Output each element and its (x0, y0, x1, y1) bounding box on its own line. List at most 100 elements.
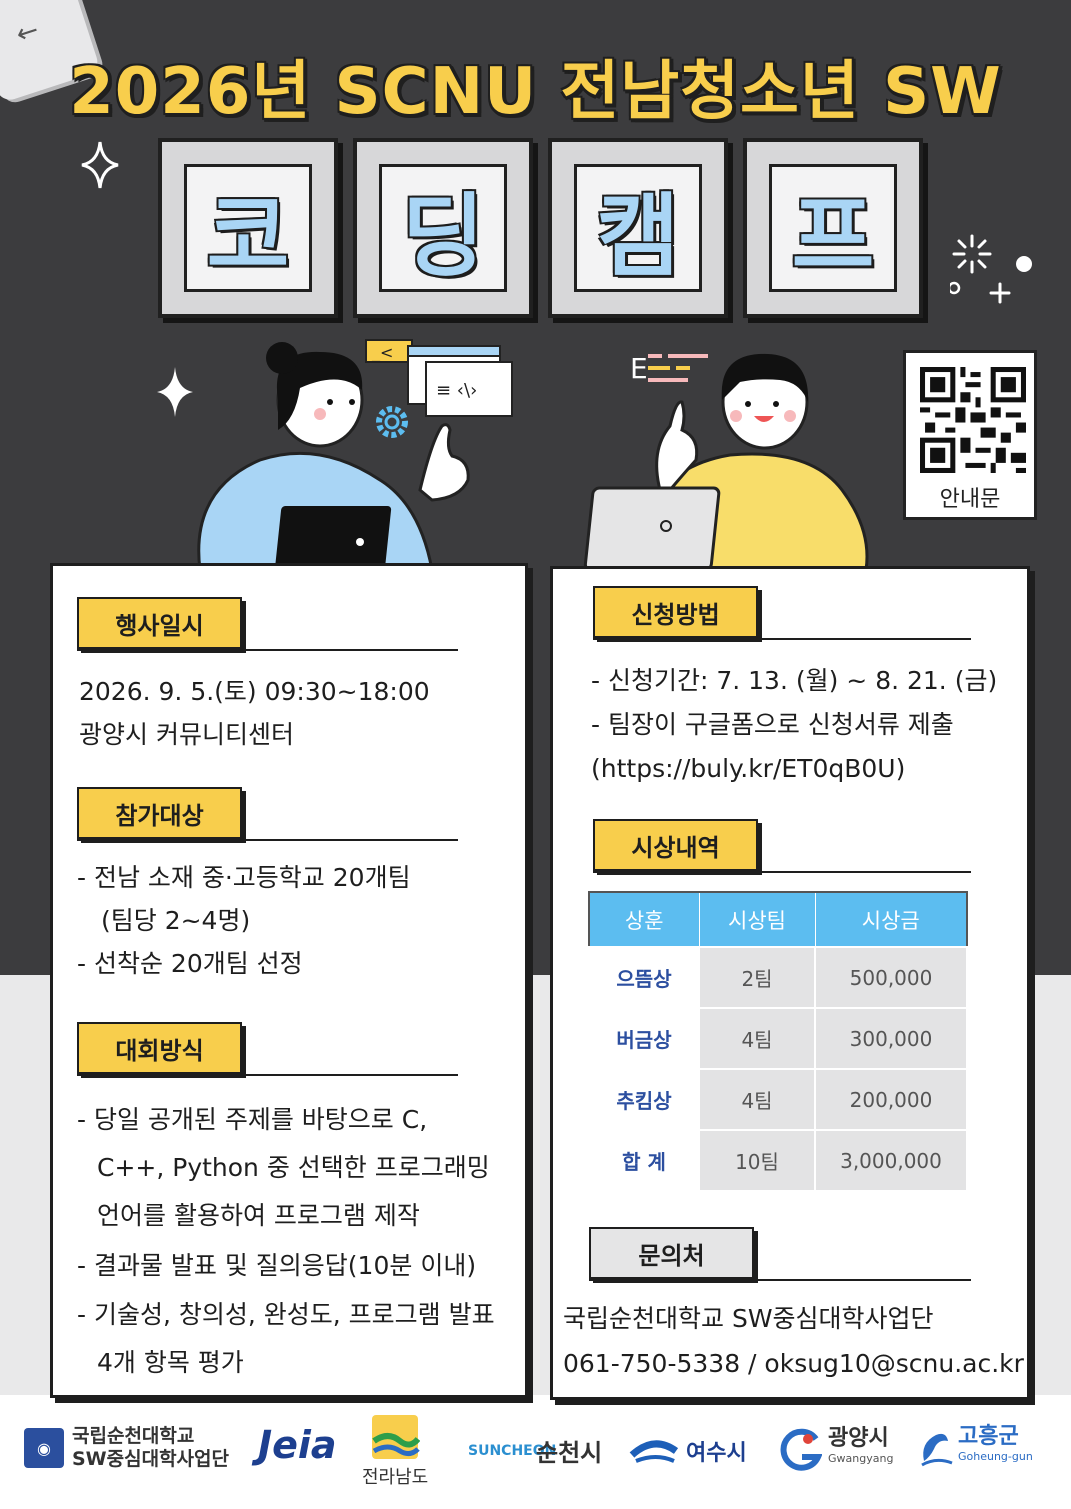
logo-scnu-line1: 국립순천대학교 (72, 1425, 195, 1447)
keycap-letter: 캠 (596, 184, 680, 289)
svg-text:≡ ‹\›: ≡ ‹\› (436, 380, 477, 401)
award-teams: 10팀 (698, 1129, 816, 1192)
logo-suncheon-text: 순천시 (536, 1439, 603, 1467)
logo-scnu: ◉ 국립순천대학교 SW중심대학사업단 (24, 1425, 229, 1471)
contact-phone-email[interactable]: 061-750-5338 / oksug10@scnu.ac.kr (563, 1349, 1024, 1378)
format-line: C++, Python 중 선택한 프로그래밍 (97, 1153, 490, 1182)
table-row: 으뜸상 2팀 500,000 (588, 946, 968, 1009)
format-line: - 당일 공개된 주제를 바탕으로 C, (77, 1105, 428, 1134)
goheung-emblem-icon (921, 1433, 953, 1467)
coding-illustration: _< ≡ ‹\› E (197, 339, 869, 570)
logo-gwangyang: 광양시 Gwangyang (778, 1427, 893, 1471)
keycap-1: 코 (158, 138, 338, 318)
code-lines-icon: E (630, 352, 708, 385)
logo-goheung: 고흥군 Goheung-gun (918, 1424, 1033, 1467)
award-amount: 300,000 (814, 1007, 968, 1070)
keycap-letter: 프 (791, 184, 875, 289)
code-window-icon: _< ≡ ‹\› (365, 339, 513, 417)
award-name: 으뜸상 (588, 946, 700, 1009)
logo-gwangyang-text: 광양시 (828, 1426, 889, 1451)
keycap-4: 프 (743, 138, 923, 318)
gwangyang-emblem-icon (780, 1428, 822, 1471)
award-teams: 4팀 (698, 1007, 816, 1070)
target-line: - 선착순 20개팀 선정 (77, 949, 303, 978)
divider (77, 839, 458, 841)
left-info-panel: 행사일시 2026. 9. 5.(토) 09:30~18:00 광양시 커뮤니티… (50, 563, 528, 1398)
logo-scnu-line2: SW중심대학사업단 (72, 1448, 230, 1470)
qr-code-card[interactable]: 안내문 (903, 350, 1037, 520)
keycap-2: 딩 (353, 138, 533, 318)
divider (77, 1074, 458, 1076)
right-info-panel: 신청방법 - 신청기간: 7. 13. (월) ~ 8. 21. (금) - 팀… (550, 566, 1030, 1400)
qr-code-icon[interactable] (920, 367, 1026, 473)
target-line: - 전남 소재 중·고등학교 20개팀 (77, 863, 411, 892)
format-line: 4개 항목 평가 (97, 1348, 244, 1377)
logo-suncheon-mark: SUNCHEON (468, 1442, 557, 1459)
award-amount: 500,000 (814, 946, 968, 1009)
contact-org: 국립순천대학교 SW중심대학사업단 (563, 1304, 934, 1333)
section-tag-awards: 시상내역 (593, 819, 758, 871)
target-line: (팀당 2~4명) (101, 906, 251, 935)
section-tag-format: 대회방식 (77, 1022, 242, 1074)
divider (593, 638, 971, 640)
divider (589, 1279, 971, 1281)
logo-yeosu: 여수시 (628, 1435, 747, 1467)
keycap-3: 캠 (548, 138, 728, 318)
qr-label: 안내문 (939, 487, 1001, 512)
awards-table: 상훈 시상팀 시상금 으뜸상 2팀 500,000 버금상 4팀 300,000… (588, 891, 968, 1192)
award-name: 추킴상 (588, 1068, 700, 1131)
sparkle-icon (157, 367, 193, 417)
format-line: - 기술성, 창의성, 완성도, 프로그램 발표 (77, 1300, 495, 1329)
sparkle-icon (81, 141, 119, 189)
award-teams: 4팀 (698, 1068, 816, 1131)
footer-background (0, 1395, 1071, 1509)
column-header: 시상팀 (698, 891, 816, 948)
scnu-emblem-icon: ◉ (24, 1428, 64, 1468)
logo-goheung-text: 고흥군 (958, 1424, 1019, 1449)
section-tag-event-date: 행사일시 (77, 597, 242, 649)
keycap-letter: 딩 (401, 184, 485, 289)
apply-line: - 신청기간: 7. 13. (월) ~ 8. 21. (금) (591, 666, 998, 695)
table-row: 추킴상 4팀 200,000 (588, 1068, 968, 1131)
logo-gwangyang-sub: Gwangyang (828, 1452, 894, 1465)
table-row: 합 계 10팀 3,000,000 (588, 1129, 968, 1192)
logo-jeonnam-text: 전라남도 (362, 1467, 429, 1488)
logo-goheung-sub: Goheung-gun (958, 1450, 1033, 1463)
logo-jeonnam: 전라남도 (362, 1413, 428, 1489)
award-name: 합 계 (588, 1129, 700, 1192)
section-tag-contact: 문의처 (589, 1227, 754, 1279)
event-venue-line: 광양시 커뮤니티센터 (79, 720, 294, 749)
table-row: 버금상 4팀 300,000 (588, 1007, 968, 1070)
girl-character (197, 342, 470, 570)
svg-text:E: E (630, 352, 648, 385)
table-header-row: 상훈 시상팀 시상금 (588, 891, 968, 948)
divider (593, 871, 971, 873)
format-line: 언어를 활용하여 프로그램 제작 (97, 1201, 420, 1230)
award-amount: 3,000,000 (814, 1129, 968, 1192)
boy-character (583, 353, 869, 570)
keycap-letter: 코 (206, 184, 290, 289)
column-header: 상훈 (588, 891, 700, 948)
award-name: 버금상 (588, 1007, 700, 1070)
gear-icon (376, 406, 408, 438)
logo-jeia: Jeia (258, 1423, 337, 1467)
apply-link[interactable]: (https://buly.kr/ET0qB0U) (591, 754, 906, 783)
burst-icon (950, 234, 1032, 304)
format-line: - 결과물 발표 및 질의응답(10분 이내) (77, 1251, 477, 1280)
apply-line: - 팀장이 구글폼으로 신청서류 제출 (591, 710, 954, 739)
award-amount: 200,000 (814, 1068, 968, 1131)
column-header: 시상금 (814, 891, 968, 948)
event-date-line: 2026. 9. 5.(토) 09:30~18:00 (79, 677, 430, 706)
yeosu-emblem-icon (629, 1440, 679, 1463)
logo-yeosu-text: 여수시 (686, 1441, 747, 1466)
divider (77, 649, 458, 651)
logo-suncheon: SUNCHEON 순천시 (468, 1433, 602, 1468)
jeonnam-emblem-icon (372, 1415, 421, 1459)
svg-text:_<: _< (371, 343, 393, 363)
keycap-title: 코 딩 캠 프 (158, 138, 923, 323)
sponsor-logos: ◉ 국립순천대학교 SW중심대학사업단 Jeia 전라남도 SUNCHEON 순… (0, 1395, 1071, 1509)
poster-title: 2026년 SCNU 전남청소년 SW (69, 55, 1002, 129)
award-teams: 2팀 (698, 946, 816, 1009)
section-tag-apply: 신청방법 (593, 586, 758, 638)
section-tag-target: 참가대상 (77, 787, 242, 839)
